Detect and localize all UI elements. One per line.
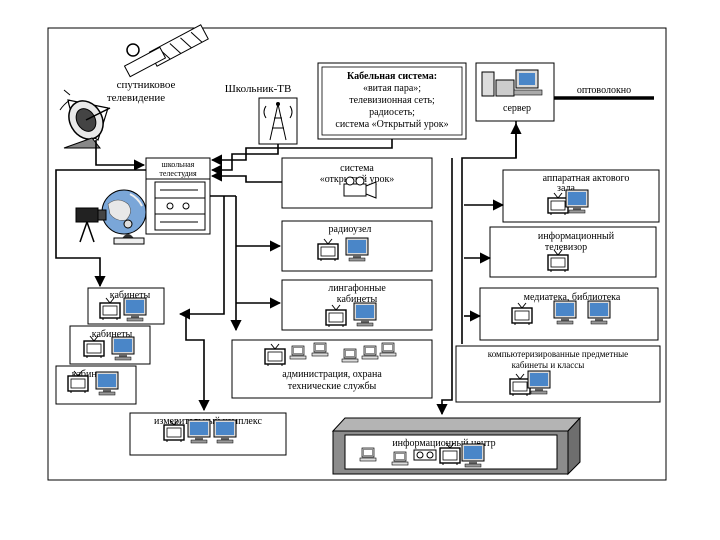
connections [55, 121, 522, 416]
info-tv-label-1: информационный [538, 231, 615, 242]
classrooms-label-1: кабинеты [110, 290, 151, 301]
satellite-tv-label-2: телевидение [107, 92, 165, 104]
info-tv-box [489, 226, 657, 278]
computer-icon [379, 342, 397, 357]
classrooms-label-3: кабинеты [72, 369, 113, 380]
cable-system-box [317, 62, 467, 140]
fiber-label: оптоволокно [577, 85, 631, 96]
cable-system-line-1: «витая пара»; [363, 83, 421, 94]
administration-label-1: администрация, охрана [282, 369, 382, 380]
video-recorder-icon [413, 449, 437, 461]
video-camera-icon [75, 207, 107, 243]
presenter-icon [113, 219, 145, 245]
video-camera-icon [343, 176, 377, 199]
computer-icon [361, 345, 379, 360]
cable-system-title: Кабельная система: [347, 71, 437, 82]
server-computer-icon [481, 69, 543, 97]
classrooms-label-2: кабинеты [92, 329, 133, 340]
studio-label-2: телестудия [159, 169, 197, 178]
hall-equipment-label-1: аппаратная актового [543, 173, 630, 184]
studio-label-1: школьная [162, 160, 195, 169]
satellite-icon [123, 24, 209, 78]
cable-system-line-3: радиосеть; [369, 107, 415, 118]
server-label: сервер [503, 103, 531, 114]
info-tv-label-2: телевизор [545, 242, 587, 253]
radio-label: радиоузел [329, 224, 372, 235]
globe-icon [101, 189, 147, 235]
library-label: медиатека, библиотека [524, 292, 621, 303]
language-labs-label-1: лингафонные [328, 283, 386, 294]
computer-icon [311, 342, 329, 357]
satellite-dish-icon [59, 89, 111, 149]
open-lesson-label-1: система [340, 163, 374, 174]
satellite-tv-label-1: спутниковое [117, 79, 176, 91]
administration-label-2: технические службы [288, 381, 377, 392]
computer-icon [391, 451, 409, 466]
computer-classes-label-2: кабинеты и классы [512, 360, 585, 370]
antenna-tower-icon [258, 97, 298, 145]
cable-system-line-2: телевизионная сеть; [349, 95, 435, 106]
computer-classes-box [455, 345, 661, 403]
hall-equipment-label-2: зала [557, 183, 575, 194]
computer-classes-label-1: компьютеризированные предметные [488, 349, 628, 359]
computer-icon [359, 447, 377, 462]
cable-system-line-4: система «Открытый урок» [335, 119, 448, 130]
computer-icon [289, 345, 307, 360]
school-tv-label: Школьник-ТВ [225, 83, 292, 95]
language-labs-label-2: кабинеты [337, 294, 378, 305]
info-center-label: информационный центр [392, 438, 495, 449]
computer-icon [341, 348, 359, 363]
